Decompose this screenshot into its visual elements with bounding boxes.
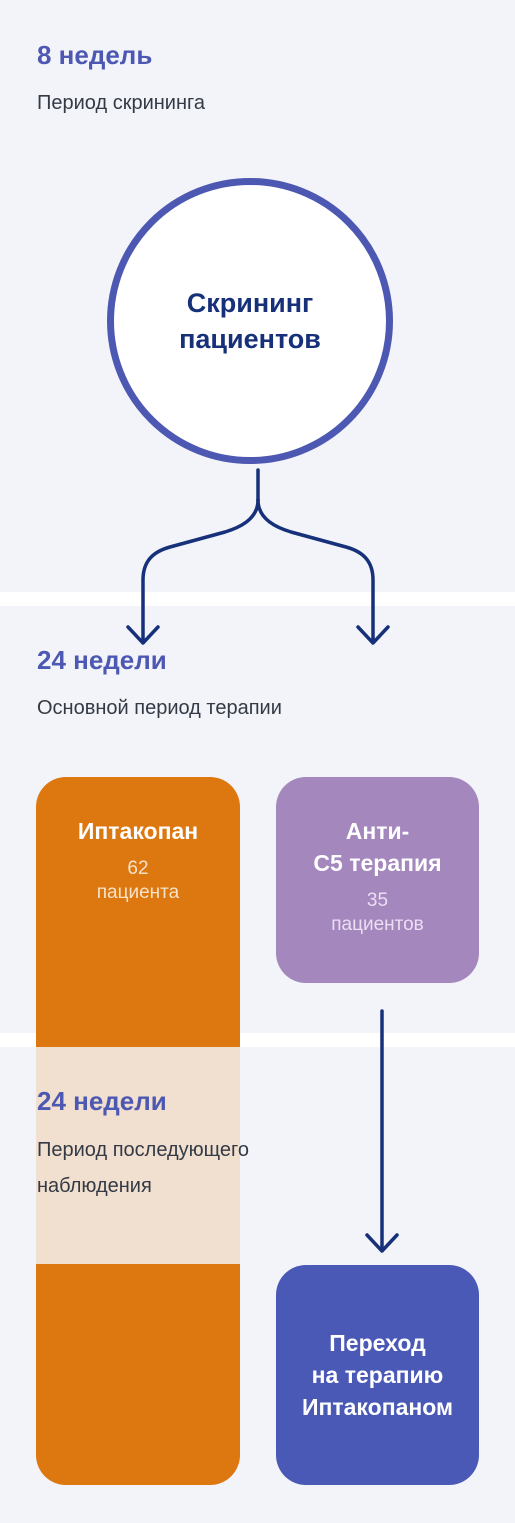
iptacopan-title: Иптакопан (77, 818, 199, 844)
iptacopan-count-unit: пациента (96, 882, 180, 903)
switch-line3: Иптакопаном (301, 1394, 454, 1420)
main-therapy-weeks: 24 недели (37, 645, 167, 675)
anti-c5-arm: Анти- С5 терапия 35 пациентов (276, 777, 479, 983)
switch-line1: Переход (329, 1330, 426, 1356)
screening-circle-label: Скрининг пациентов (179, 288, 321, 354)
follow-up-period-line2: наблюдения (37, 1175, 152, 1197)
anti-c5-count: 35 (366, 890, 389, 911)
switch-line2: на терапию (311, 1362, 444, 1388)
iptacopan-count: 62 (127, 858, 149, 879)
anti-c5-title-line1: Анти- (345, 818, 410, 844)
main-therapy-period-label: Основной период терапии (37, 697, 282, 719)
follow-up-period-line1: Период последующего (37, 1139, 250, 1161)
switch-to-iptacopan-box: Переход на терапию Иптакопаном (276, 1265, 479, 1485)
follow-up-weeks: 24 недели (37, 1086, 167, 1116)
follow-up-overlay (36, 1047, 240, 1264)
screening-weeks: 8 недель (37, 40, 153, 70)
screening-period-label: Период скрининга (37, 92, 205, 114)
anti-c5-count-unit: пациентов (331, 914, 424, 935)
anti-c5-title-line2: С5 терапия (313, 850, 442, 876)
screening-circle: Скрининг пациентов (107, 178, 393, 464)
